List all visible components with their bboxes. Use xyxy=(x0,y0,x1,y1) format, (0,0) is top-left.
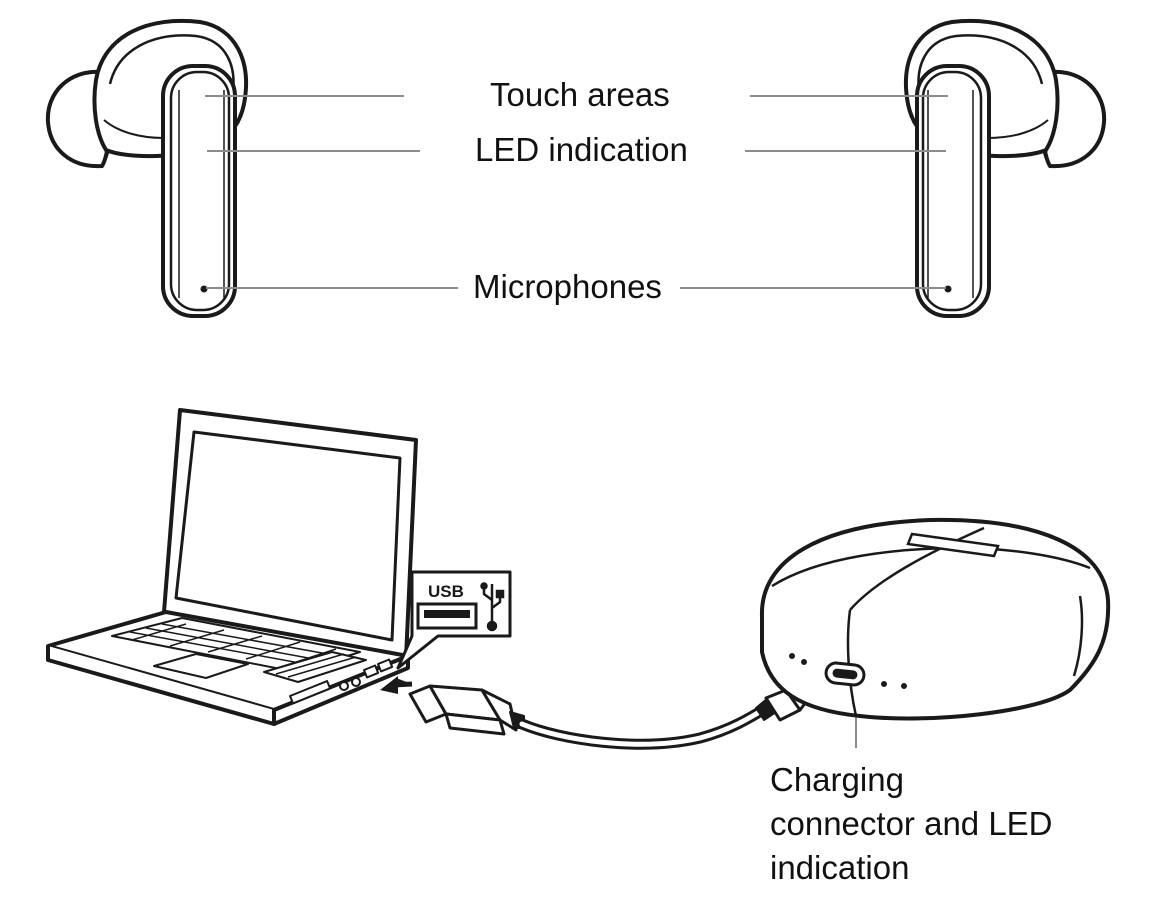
left-earbud xyxy=(45,18,249,319)
touch-areas-label: Touch areas xyxy=(490,76,670,113)
usb-port-callout xyxy=(396,570,512,670)
microphones-label: Microphones xyxy=(473,268,662,305)
charging-label-line-3: indication xyxy=(770,849,910,886)
usb-label: USB xyxy=(428,582,464,601)
charging-label-line-2: connector and LED xyxy=(770,805,1053,842)
charging-connector-label: Charging connector and LED indication xyxy=(770,758,1053,890)
laptop xyxy=(46,408,418,726)
led-indication-label: LED indication xyxy=(475,131,688,168)
charging-case xyxy=(759,517,1111,721)
charging-label-line-1: Charging xyxy=(770,761,904,798)
usb-trident-icon xyxy=(480,582,505,632)
right-earbud xyxy=(903,18,1107,319)
insert-arrow-laptop xyxy=(380,676,413,694)
usb-cable xyxy=(408,684,808,750)
leader-lines xyxy=(205,95,948,748)
